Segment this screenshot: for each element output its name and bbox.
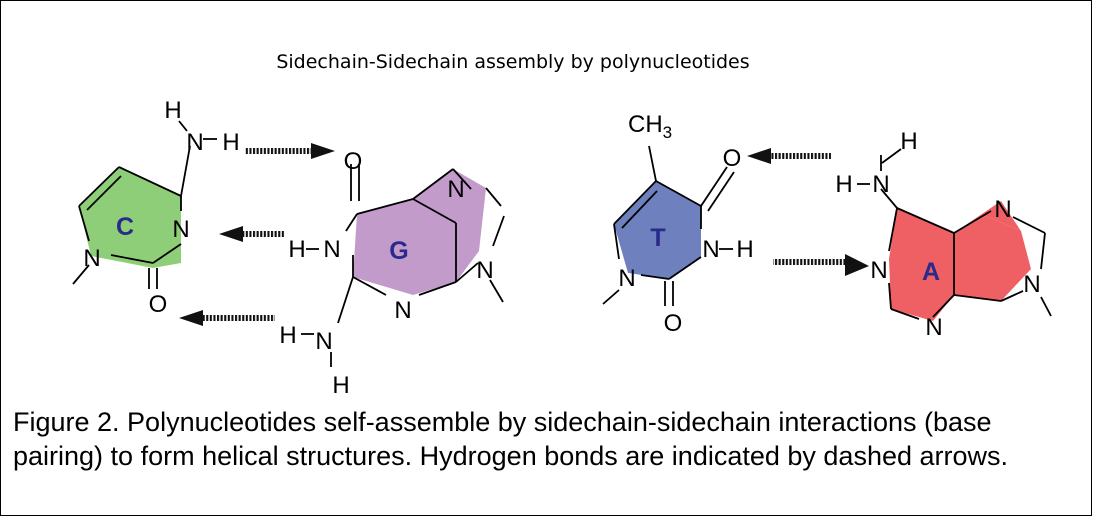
atom-n: N bbox=[1023, 271, 1040, 298]
atom-n: N bbox=[702, 236, 719, 263]
atom-o: O bbox=[344, 148, 363, 175]
atom-n: N bbox=[476, 257, 493, 284]
atom-n: N bbox=[994, 196, 1011, 223]
adenine-ring bbox=[954, 201, 1021, 233]
adenine-bonds bbox=[880, 148, 1052, 320]
atom-n: N bbox=[447, 176, 464, 203]
hbond-arrow-t-a-bottom bbox=[773, 254, 869, 276]
atom-o: O bbox=[149, 291, 168, 318]
atom-h: H bbox=[164, 97, 181, 124]
atom-n: N bbox=[186, 129, 203, 156]
diagram-title: Sidechain-Sidechain assembly by polynucl… bbox=[276, 51, 749, 73]
adenine-ring bbox=[897, 208, 1031, 301]
base-letter-g: G bbox=[389, 237, 408, 265]
atom-n: N bbox=[872, 171, 889, 198]
base-pairing-diagram: Sidechain-Sidechain assembly by polynucl… bbox=[72, 51, 1052, 399]
thymine-ring bbox=[614, 181, 701, 279]
atom-n: N bbox=[83, 245, 100, 272]
atom-n: N bbox=[394, 297, 411, 324]
atom-h: H bbox=[222, 129, 239, 156]
guanine-molecule: G O H N N N N H N H bbox=[279, 148, 505, 399]
adenine-molecule: A H N H N N N N bbox=[835, 128, 1052, 341]
atom-h: H bbox=[736, 236, 753, 263]
atom-h: H bbox=[279, 322, 296, 349]
base-letter-a: A bbox=[922, 258, 940, 286]
atom-n: N bbox=[925, 314, 942, 341]
hydrogen-bond-arrows bbox=[179, 143, 869, 326]
atom-n: N bbox=[323, 236, 340, 263]
atom-h: H bbox=[835, 171, 852, 198]
hbond-arrow-c-g-middle bbox=[219, 226, 285, 242]
hbond-arrow-c-g-bottom bbox=[179, 310, 275, 326]
atom-h: H bbox=[288, 236, 305, 263]
guanine-bonds bbox=[330, 164, 505, 367]
atom-o: O bbox=[723, 145, 742, 172]
cytosine-molecule: C H N H N N O bbox=[72, 97, 240, 318]
atom-n: N bbox=[870, 257, 887, 284]
base-letter-t: T bbox=[650, 224, 665, 252]
guanine-ring bbox=[413, 169, 486, 282]
guanine-ring bbox=[353, 199, 456, 295]
hbond-arrow-t-a-top bbox=[747, 148, 831, 164]
hbond-arrow-c-g-top bbox=[245, 143, 335, 159]
cytosine-bonds bbox=[72, 120, 217, 289]
atom-ch3: CH3 bbox=[628, 111, 672, 142]
base-letter-c: C bbox=[116, 213, 134, 241]
thymine-bonds bbox=[602, 145, 735, 306]
atom-n: N bbox=[315, 328, 332, 355]
atom-n: N bbox=[172, 216, 189, 243]
atom-h: H bbox=[900, 128, 917, 155]
atom-n: N bbox=[618, 265, 635, 292]
atom-o: O bbox=[664, 310, 683, 337]
thymine-molecule: T CH3 O N H N O bbox=[602, 111, 754, 337]
atom-h: H bbox=[332, 372, 349, 399]
figure-caption: Figure 2. Polynucleotides self-assemble … bbox=[13, 407, 1009, 471]
